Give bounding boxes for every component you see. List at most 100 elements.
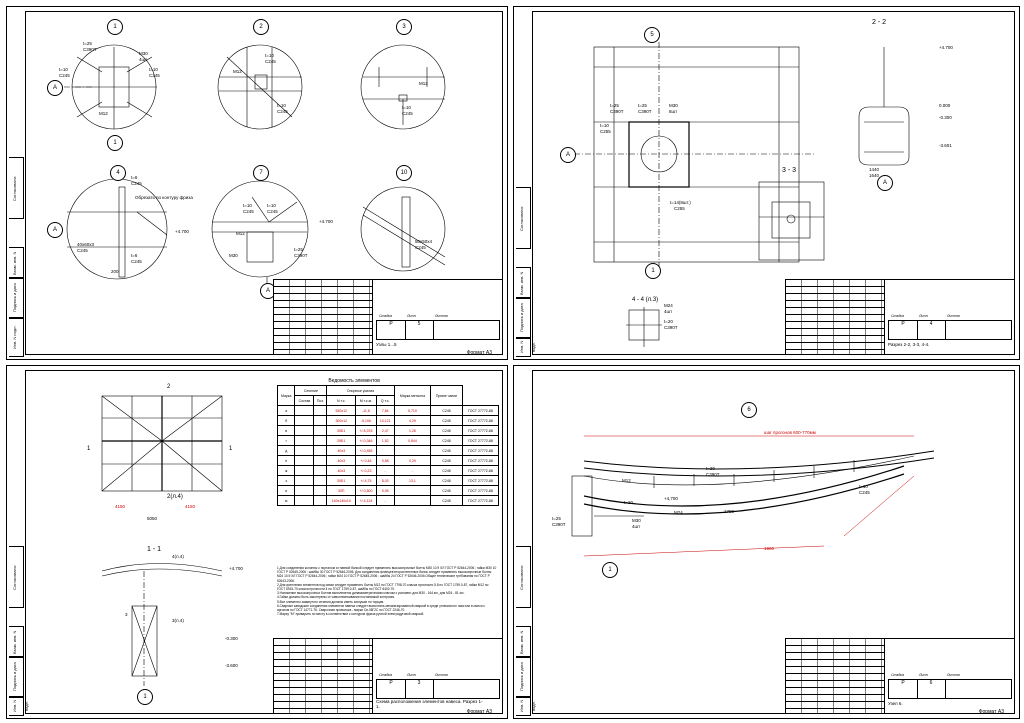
label: 1900 — [764, 546, 775, 551]
table-cell: -5,106 — [355, 415, 377, 426]
label: 3(л.4) — [172, 618, 184, 623]
sheet-title: Разрез 2-2, 3-3, 4-4. — [888, 342, 930, 347]
label: t=25 — [610, 103, 619, 108]
table-cell: - — [393, 465, 432, 476]
axis-1-mark: 1 — [645, 263, 661, 279]
table-cell: в — [276, 425, 296, 436]
label: Обрезать по контуру фриза — [135, 195, 193, 200]
table-cell — [294, 495, 315, 506]
label: C245 — [402, 111, 413, 116]
section-4-4-title: 4 - 4 (л.3) — [632, 297, 659, 303]
label: t=10 — [600, 123, 609, 128]
axis-a-mark: A — [47, 80, 63, 96]
col-header: Приме чание — [430, 385, 463, 406]
label: t=25 — [638, 103, 647, 108]
label: t=25 — [294, 247, 303, 252]
sheets-caption: Листов — [947, 314, 960, 318]
label: -0.300 — [939, 115, 952, 120]
section-mark-2-sheet4: 2(л.4) — [167, 494, 183, 500]
table-cell: 4,29 — [393, 415, 432, 426]
detail-3-mark: 3 — [396, 19, 412, 35]
table-cell: м — [276, 495, 296, 506]
detail-1-mark: 1 — [107, 19, 123, 35]
label: 40x60x3 — [77, 242, 95, 247]
table-cell — [294, 475, 315, 486]
note-item: 3.Натяжение высокопрочных болтов выполня… — [277, 591, 465, 596]
label: t=10 — [59, 67, 68, 72]
table-cell: 7,84 — [375, 405, 395, 416]
detail-6-mark: 6 — [741, 402, 757, 418]
label: t=10 — [267, 203, 276, 208]
table-cell: 40x3 — [326, 445, 357, 456]
sheet-value: 4 — [929, 321, 933, 327]
table-cell — [313, 455, 328, 466]
label: M12 — [236, 231, 245, 236]
section-mark-1: 1 — [229, 446, 233, 452]
label: t=10 — [624, 500, 633, 505]
stage-value: Р — [901, 321, 905, 327]
table-cell: C245 — [430, 485, 463, 496]
table-cell: C245 — [430, 435, 463, 446]
label: 0.000 — [939, 103, 951, 108]
view-5-mark: 5 — [644, 27, 660, 43]
section-1-1-title: 1 - 1 — [147, 546, 162, 553]
sheets-cell: Листов — [945, 673, 1013, 698]
label: C390T — [610, 109, 624, 114]
label: 1640 — [869, 173, 880, 178]
label: t=6 — [131, 175, 138, 180]
sub-header: Поз. — [313, 395, 328, 406]
label: -3.601 — [939, 143, 952, 148]
note-item: 1.Для соединения колонны с порталом и гл… — [277, 566, 497, 583]
col-header: Опорные усилия — [326, 385, 395, 396]
table-cell: C245 — [430, 455, 463, 466]
axis-a-mark: A — [47, 222, 63, 238]
label: 1440 — [869, 167, 880, 172]
elements-table: Ведомость элементов Марка Сечение Опорны… — [276, 376, 500, 506]
sheet-4-drawing — [571, 435, 935, 557]
table-cell: 40x3 — [326, 455, 357, 466]
table-cell — [313, 425, 328, 436]
table-cell: а — [276, 405, 296, 416]
table-cell: и — [276, 485, 296, 496]
table-cell — [294, 465, 315, 476]
label: C390T — [552, 522, 566, 527]
table-cell: ГОСТ 27772-88 — [461, 415, 500, 426]
note-item: 4.Гайки должны быть законтрены от самоот… — [277, 595, 395, 600]
col-header: Марка — [276, 385, 296, 406]
table-cell — [313, 435, 328, 446]
table-title: Ведомость элементов — [328, 377, 380, 384]
table-cell: C245 — [430, 425, 463, 436]
sheets-caption: Листов — [435, 314, 448, 318]
format-label: Формат А3 — [466, 350, 492, 356]
table-cell — [294, 435, 315, 446]
sheet-value: 6 — [929, 680, 933, 686]
table-cell: C245 — [430, 405, 463, 416]
table-cell: з — [276, 475, 296, 486]
table-cell — [393, 485, 432, 496]
title-block-grid — [786, 280, 885, 354]
table-cell — [313, 485, 328, 496]
table-cell: C245 — [430, 495, 463, 506]
axis-1-mark: 1 — [602, 562, 618, 578]
label: C245 — [265, 59, 276, 64]
table-cell: ГОСТ 27772-88 — [461, 405, 500, 416]
stage-value: Р — [389, 680, 393, 686]
table-cell: 140x140x10 — [326, 495, 357, 506]
table-cell: 1,52 — [375, 435, 395, 446]
title-block-grid — [786, 639, 885, 713]
